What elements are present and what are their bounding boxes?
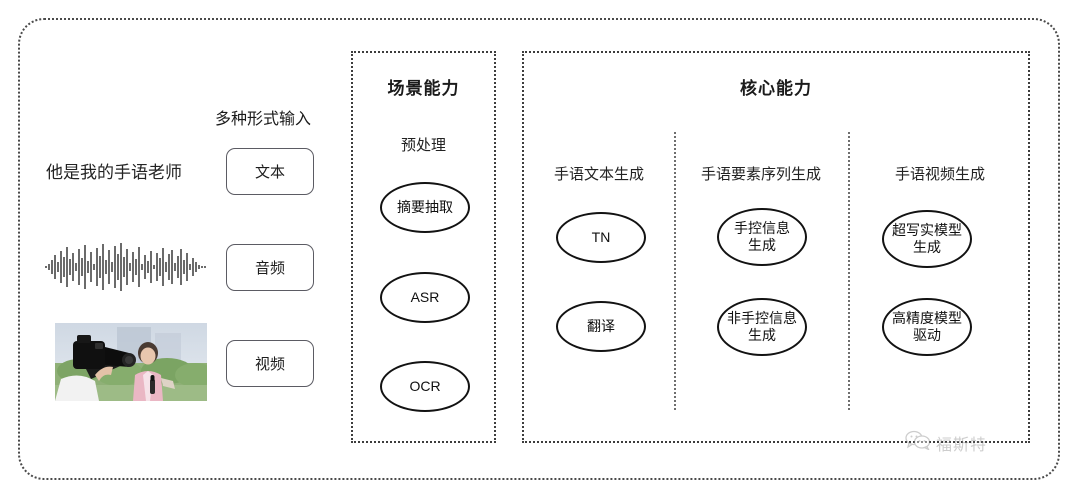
node-translation-label: 翻译 <box>587 318 615 335</box>
node-ocr[interactable]: OCR <box>380 361 470 412</box>
node-summary-extraction-label: 摘要抽取 <box>397 199 453 216</box>
input-chip-text-label: 文本 <box>254 164 285 181</box>
audio-waveform-icon <box>45 243 207 291</box>
input-section-heading: 多种形式输入 <box>215 111 312 128</box>
scene-panel-title: 场景能力 <box>387 79 460 98</box>
node-asr-label: ASR <box>410 289 440 306</box>
node-non-manual-info-generation[interactable]: 非手控信息 生成 <box>717 298 807 356</box>
core-panel-title: 核心能力 <box>740 79 812 98</box>
core-column-divider-2 <box>848 132 850 410</box>
node-asr[interactable]: ASR <box>380 272 470 323</box>
input-chip-video[interactable]: 视频 <box>226 340 314 387</box>
core-column-3-label: 手语视频生成 <box>894 166 985 183</box>
watermark: 福斯特 <box>905 430 987 455</box>
outer-frame <box>18 18 1060 480</box>
core-column-1-label: 手语文本生成 <box>553 166 644 183</box>
node-manual-info-generation[interactable]: 手控信息 生成 <box>717 208 807 266</box>
node-hyperrealistic-model-generation-line-2: 生成 <box>913 239 941 255</box>
node-summary-extraction[interactable]: 摘要抽取 <box>380 182 470 233</box>
sample-sentence-text: 他是我的手语老师 <box>46 163 182 182</box>
node-non-manual-info-generation-line-2: 生成 <box>748 327 776 343</box>
scene-capability-panel: 场景能力 预处理 摘要抽取 ASR OCR <box>351 51 496 443</box>
node-ocr-label: OCR <box>409 378 441 395</box>
watermark-text: 福斯特 <box>936 436 988 454</box>
video-thumbnail-icon <box>55 323 207 401</box>
node-hyperrealistic-model-generation[interactable]: 超写实模型 生成 <box>882 210 972 268</box>
input-chip-video-label: 视频 <box>254 356 285 373</box>
core-column-divider-1 <box>674 132 676 410</box>
node-manual-info-generation-line-2: 生成 <box>748 237 776 253</box>
node-tn[interactable]: TN <box>556 212 646 263</box>
node-high-precision-model-driving-line-1: 高精度模型 <box>892 310 962 327</box>
core-capability-panel: 核心能力 手语文本生成 TN 翻译 手语要素序列生成 手控信息 生成 非手控信息… <box>522 51 1030 443</box>
node-tn-label: TN <box>591 229 611 246</box>
input-chip-audio-label: 音频 <box>254 260 285 277</box>
node-non-manual-info-generation-line-1: 非手控信息 <box>727 310 797 327</box>
node-hyperrealistic-model-generation-line-1: 超写实模型 <box>892 222 962 239</box>
input-chip-audio[interactable]: 音频 <box>226 244 314 291</box>
input-chip-text[interactable]: 文本 <box>226 148 314 195</box>
node-high-precision-model-driving-line-2: 驱动 <box>913 327 941 343</box>
node-manual-info-generation-line-1: 手控信息 <box>734 220 790 237</box>
node-translation[interactable]: 翻译 <box>556 301 646 352</box>
wechat-bubbles-icon <box>905 430 931 455</box>
core-column-2-label: 手语要素序列生成 <box>700 166 821 183</box>
scene-group-label: 预处理 <box>400 137 446 154</box>
node-high-precision-model-driving[interactable]: 高精度模型 驱动 <box>882 298 972 356</box>
